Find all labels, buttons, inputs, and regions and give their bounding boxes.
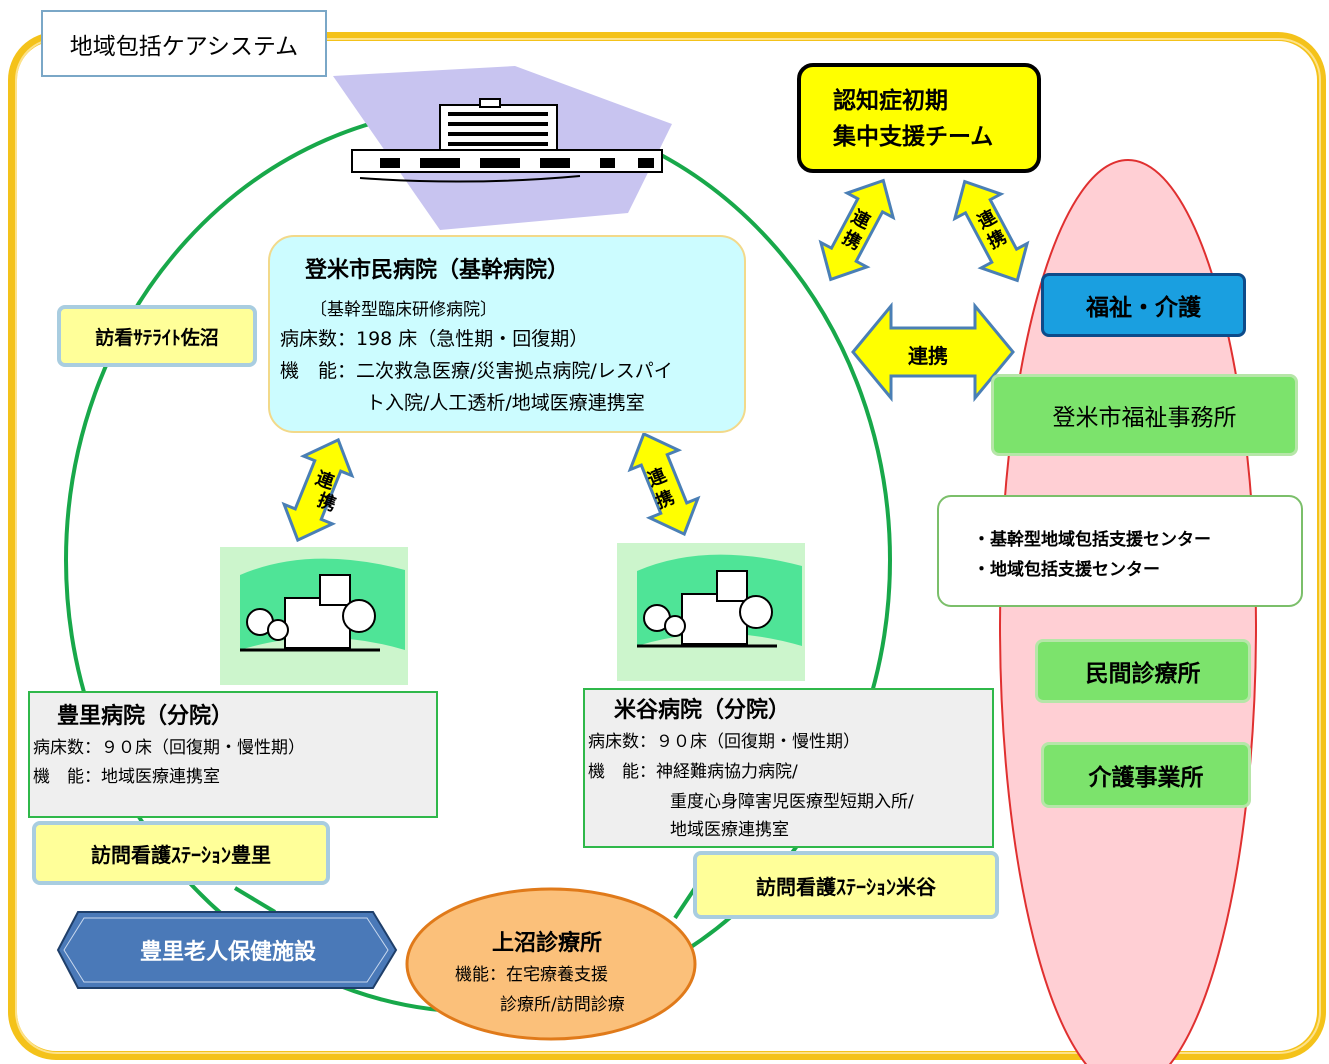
dementia-team-box: 認知症初期 集中支援チーム [797, 63, 1041, 173]
welfare-care-label: 福祉・介護 [1086, 295, 1201, 321]
rojin-label: 豊里老人保健施設 [139, 940, 316, 965]
page-title: 地域包括ケアシステム [41, 10, 327, 77]
kaminuma-name: 上沼診療所 [492, 931, 603, 956]
kaminuma-line1: 機能：在宅療養支援 [455, 965, 608, 985]
toyosato-beds: 病床数：９０床（回復期・慢性期） [33, 738, 305, 758]
private-clinic-label: 民間診療所 [1085, 661, 1201, 687]
main-hospital-sub: 〔基幹型臨床研修病院〕 [310, 300, 497, 320]
main-hospital-func-1: 機 能：二次救急医療/災害拠点病院/レスパイ [280, 360, 673, 382]
connector-yoneya [673, 886, 697, 920]
main-hospital-func-2: ト入院/人工透析/地域医療連携室 [366, 392, 645, 414]
kaminuma-line2: 診療所/訪問診療 [500, 995, 625, 1015]
yoneya-box [583, 688, 994, 848]
toyosato-box [28, 691, 438, 818]
dementia-line1: 認知症初期 [833, 88, 948, 114]
yoneya-func-2: 重度心身障害児医療型短期入所/ [670, 792, 914, 812]
station-yoneya: 訪問看護ｽﾃｰｼｮﾝ米谷 [693, 851, 999, 919]
support-center-1: ・基幹型地域包括支援センター [973, 530, 1211, 550]
station-yoneya-label: 訪問看護ｽﾃｰｼｮﾝ米谷 [756, 874, 936, 899]
main-hospital-beds: 病床数：198 床（急性期・回復期） [280, 328, 589, 350]
main-hospital-illustration [333, 66, 672, 230]
outer-frame-inner [15, 38, 1321, 1054]
satellite-sanuma: 訪看ｻﾃﾗｲﾄ佐沼 [57, 305, 257, 367]
private-clinic-box: 民間診療所 [1035, 639, 1251, 703]
link-arrow-dementia-left [818, 178, 896, 282]
link-arrow-toyosato [281, 437, 355, 543]
toyosato-func: 機 能：地域医療連携室 [33, 767, 220, 787]
kaminuma-ellipse [405, 887, 697, 1041]
toyosato-illustration [220, 547, 408, 685]
yoneya-func-1: 機 能：神経難病協力病院/ [588, 762, 798, 782]
toyosato-name: 豊里病院（分院） [57, 704, 234, 729]
dementia-line2: 集中支援チーム [833, 124, 994, 150]
satellite-sanuma-label: 訪看ｻﾃﾗｲﾄ佐沼 [95, 326, 219, 349]
welfare-office-box: 登米市福祉事務所 [991, 374, 1298, 456]
station-toyosato-label: 訪問看護ｽﾃｰｼｮﾝ豊里 [91, 842, 271, 867]
care-office-box: 介護事業所 [1041, 742, 1251, 808]
yoneya-func-3: 地域医療連携室 [670, 820, 789, 840]
yoneya-illustration [617, 543, 805, 681]
support-center-box: ・基幹型地域包括支援センター ・地域包括支援センター [937, 495, 1303, 607]
welfare-care-box: 福祉・介護 [1041, 273, 1246, 337]
rojin-hexagon [56, 911, 398, 989]
main-hospital-name: 登米市民病院（基幹病院） [305, 258, 570, 283]
main-hospital-box [268, 235, 746, 433]
link-arrow-yoneya [627, 431, 701, 537]
yoneya-name: 米谷病院（分院） [614, 698, 791, 723]
yoneya-beds: 病床数：９０床（回復期・慢性期） [588, 732, 860, 752]
link-label-welfare: 連携 [908, 344, 948, 368]
station-toyosato: 訪問看護ｽﾃｰｼｮﾝ豊里 [32, 821, 330, 885]
outer-frame [8, 32, 1326, 1060]
welfare-office-label: 登米市福祉事務所 [1052, 405, 1237, 431]
link-arrow-dementia-right [952, 179, 1030, 283]
link-arrow-welfare [851, 301, 1015, 403]
support-center-2: ・地域包括支援センター [973, 560, 1160, 580]
connector-toyosato [233, 886, 277, 914]
care-office-label: 介護事業所 [1088, 765, 1204, 791]
